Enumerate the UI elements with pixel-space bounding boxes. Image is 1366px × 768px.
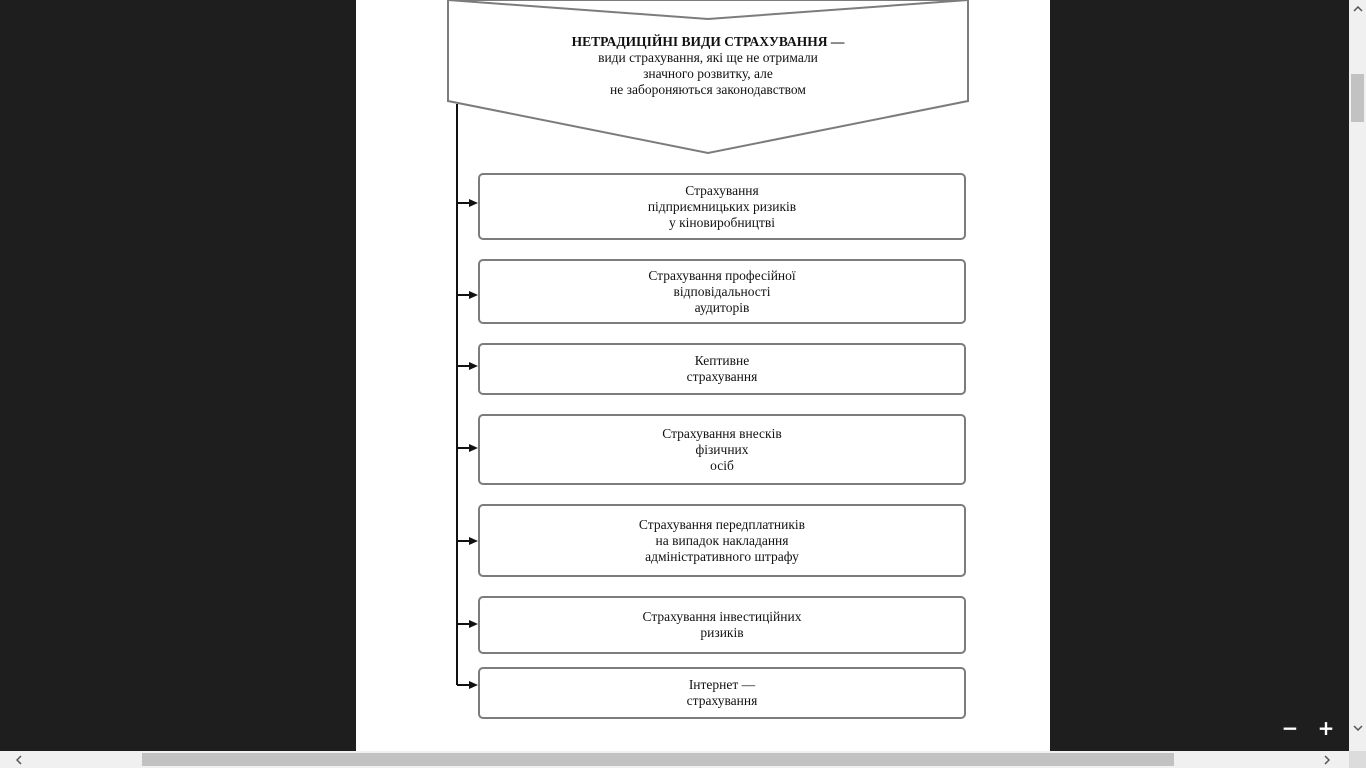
header-text: НЕТРАДИЦІЙНІ ВИДИ СТРАХУВАННЯ — види стр… — [448, 34, 968, 98]
box-auditor-liability: Страхування професійної відповідальності… — [478, 259, 966, 324]
vertical-scroll-thumb[interactable] — [1351, 74, 1364, 122]
vertical-scrollbar[interactable] — [1349, 0, 1366, 751]
connector-arrowhead-3 — [469, 362, 478, 370]
connector-arrowhead-7 — [469, 681, 478, 689]
zoom-out-button[interactable]: − — [1281, 716, 1299, 740]
scroll-down-icon[interactable] — [1349, 719, 1366, 736]
box-captive: Кептивне страхування — [478, 343, 966, 395]
connector-arrowhead-6 — [469, 620, 478, 628]
scroll-left-icon[interactable] — [10, 751, 27, 768]
connector-arrowhead-2 — [469, 291, 478, 299]
document-viewer[interactable]: НЕТРАДИЦІЙНІ ВИДИ СТРАХУВАННЯ — види стр… — [0, 0, 1349, 751]
header-line-3: не забороняються законодавством — [610, 82, 806, 97]
connector-arrowhead-5 — [469, 537, 478, 545]
box-investment: Страхування інвестиційних ризиків — [478, 596, 966, 654]
connector-arrowhead-4 — [469, 444, 478, 452]
scrollbar-corner — [1349, 751, 1366, 768]
connector-arrowhead-1 — [469, 199, 478, 207]
box-film-production: Страхування підприємницьких ризиків у кі… — [478, 173, 966, 240]
header-title: НЕТРАДИЦІЙНІ ВИДИ СТРАХУВАННЯ — — [571, 34, 845, 49]
horizontal-scrollbar[interactable] — [0, 751, 1349, 768]
horizontal-scroll-thumb[interactable] — [142, 753, 1174, 766]
scroll-right-icon[interactable] — [1318, 751, 1335, 768]
box-deposits: Страхування внесків фізичних осіб — [478, 414, 966, 485]
box-subscribers: Страхування передплатників на випадок на… — [478, 504, 966, 577]
header-line-2: значного розвитку, але — [643, 66, 773, 81]
scroll-up-icon[interactable] — [1349, 0, 1366, 17]
document-page: НЕТРАДИЦІЙНІ ВИДИ СТРАХУВАННЯ — види стр… — [356, 0, 1050, 751]
header-line-1: види страхування, які ще не отримали — [598, 50, 818, 65]
diagram-lines — [447, 0, 969, 689]
zoom-in-button[interactable]: + — [1317, 716, 1335, 740]
box-internet: Інтернет — страхування — [478, 667, 966, 719]
